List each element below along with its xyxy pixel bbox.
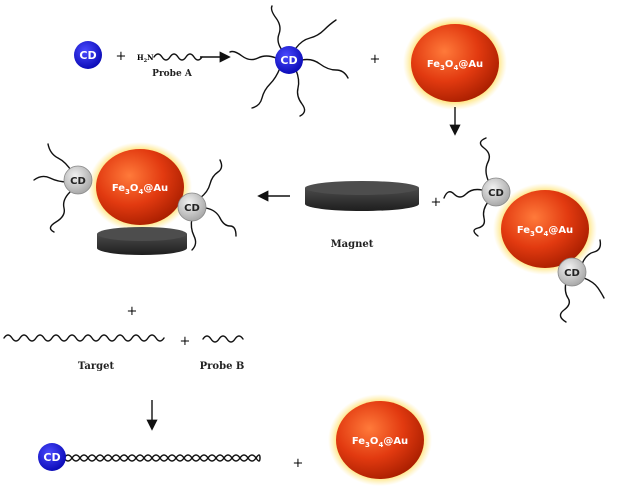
plus-sign: +	[180, 334, 191, 349]
carbon-dot-icon: CD	[38, 443, 66, 471]
svg-text:CD: CD	[184, 203, 200, 214]
cd-probe-conjugate: CD	[229, 5, 349, 117]
plus-sign: +	[127, 304, 138, 319]
carbon-dot-icon: CD	[557, 257, 587, 287]
plus-sign: +	[293, 456, 304, 471]
svg-text:CD: CD	[70, 176, 86, 187]
carbon-dot-icon: CD	[74, 41, 102, 69]
carbon-dot-icon: CD	[63, 165, 93, 195]
plus-sign: +	[431, 195, 442, 210]
magnet-disc-icon	[97, 227, 187, 255]
svg-text:Fe3O4@Au: Fe3O4@Au	[427, 59, 483, 72]
plus-sign: +	[116, 49, 127, 64]
nanoparticle-conjugate: Fe3O4@Au CD CD	[443, 137, 605, 323]
svg-text:CD: CD	[280, 54, 297, 67]
fe3o4-au-nanoparticle-icon: Fe3O4@Au	[403, 16, 507, 110]
magnet-disc-icon	[305, 181, 419, 211]
fe3o4-au-nanoparticle-icon: Fe3O4@Au	[328, 394, 432, 486]
carbon-dot-icon: CD	[177, 192, 207, 222]
svg-text:Fe3O4@Au: Fe3O4@Au	[517, 225, 573, 238]
nanoparticle-conjugate-on-magnet: Fe3O4@Au CD CD	[33, 142, 237, 255]
svg-text:H2N: H2N	[137, 53, 154, 64]
magnet-label: Magnet	[331, 239, 374, 250]
probe-a-label: Probe A	[152, 69, 193, 79]
svg-text:CD: CD	[43, 451, 60, 464]
svg-text:CD: CD	[564, 268, 580, 279]
probe-a-strand: H2N	[137, 53, 203, 64]
probe-b-label: Probe B	[200, 361, 245, 372]
plus-sign: +	[370, 52, 381, 67]
probe-b-strand	[202, 335, 244, 343]
cd-duplex-product: CD	[38, 443, 261, 471]
svg-text:Fe3O4@Au: Fe3O4@Au	[112, 183, 168, 196]
carbon-dot-icon: CD	[481, 177, 511, 207]
svg-text:CD: CD	[488, 188, 504, 199]
target-label: Target	[78, 361, 115, 372]
svg-text:CD: CD	[79, 49, 96, 62]
target-strand	[3, 334, 165, 342]
svg-text:Fe3O4@Au: Fe3O4@Au	[352, 436, 408, 449]
